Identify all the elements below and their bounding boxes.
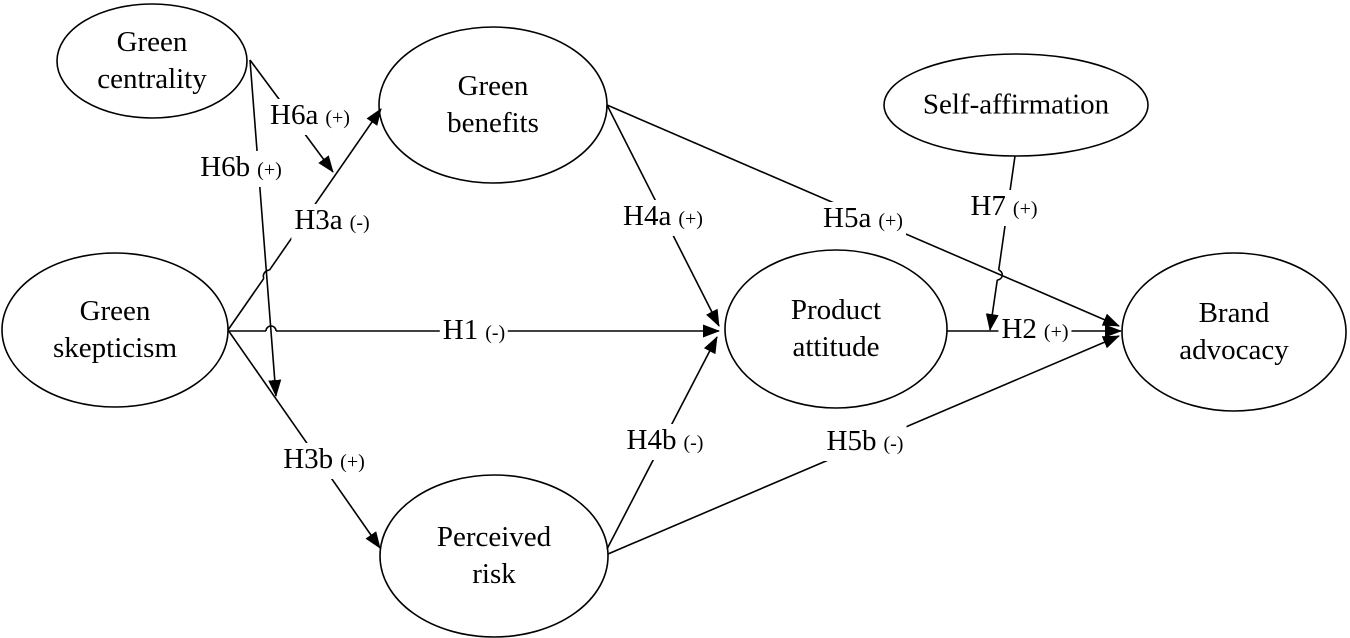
h1-sign: (-) (485, 322, 506, 344)
edge-label-h5a: H5a (+) (820, 202, 906, 238)
perceived-risk-ellipse (379, 474, 609, 638)
h7-id: H7 (970, 190, 1006, 222)
h4b-sign: (-) (683, 432, 704, 454)
edge-label-h3b: H3b (+) (280, 443, 368, 479)
h6b-moderation-arrow (249, 59, 282, 397)
h4a-id: H4a (623, 200, 672, 232)
h5b-id: H5b (826, 425, 877, 457)
h6b-id: H6b (200, 151, 251, 183)
h5b-sign: (-) (883, 433, 904, 455)
green-benefits-ellipse (378, 26, 608, 184)
edge-label-h4a: H4a (+) (620, 200, 706, 236)
h3a-id: H3a (294, 204, 343, 236)
h1-id: H1 (442, 314, 479, 346)
h4b-id: H4b (626, 424, 677, 456)
h6a-sign: (+) (325, 107, 350, 129)
h3a-arrow-segment (227, 277, 265, 331)
h6a-id: H6a (270, 99, 319, 131)
brand-advocacy-ellipse (1121, 252, 1347, 412)
h6b-sign: (+) (257, 159, 282, 181)
h7-line-hop (997, 269, 1004, 281)
h4a-sign: (+) (678, 208, 703, 230)
edge-label-h6b: H6b (+) (197, 151, 285, 187)
edge-label-h6a: H6a (+) (267, 99, 353, 135)
self-affirmation-ellipse (883, 53, 1149, 157)
h7-moderation-arrow (985, 279, 999, 331)
h2-sign: (+) (1043, 321, 1069, 343)
h2-id: H2 (1001, 313, 1037, 345)
h3b-id: H3b (283, 443, 334, 475)
h3b-arrow (227, 329, 381, 549)
edge-label-h1: H1 (-) (439, 314, 509, 350)
h3a-sign: (-) (349, 212, 370, 234)
h3b-sign: (+) (340, 451, 365, 473)
edge-label-h3a: H3a (-) (291, 204, 373, 240)
green-centrality-ellipse (56, 3, 248, 119)
edge-label-h2: H2 (+) (998, 313, 1072, 349)
h3a-arrow (268, 108, 382, 271)
edge-label-h4b: H4b (-) (623, 424, 707, 460)
h3a-line-hop (262, 269, 270, 279)
green-skepticism-ellipse (1, 252, 229, 408)
h7-sign: (+) (1012, 198, 1038, 220)
h5a-id: H5a (823, 202, 872, 234)
product-attitude-ellipse (724, 249, 948, 409)
edge-label-h5b: H5b (-) (823, 425, 907, 461)
h5a-sign: (+) (878, 210, 903, 232)
edge-label-h7: H7 (+) (967, 190, 1041, 226)
